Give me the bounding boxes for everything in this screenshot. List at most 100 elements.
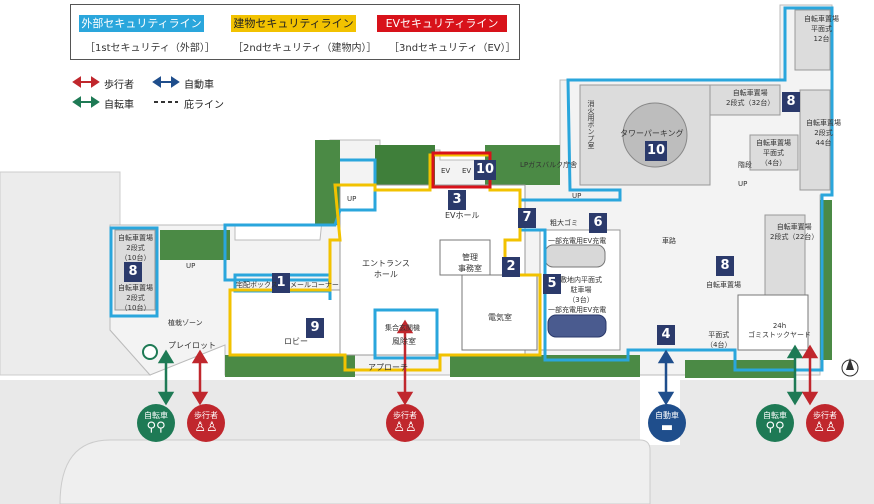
ev-security-sub: ［3ndセキュリティ（EV）］ xyxy=(389,43,516,54)
car-2 xyxy=(547,314,607,338)
badge-bicycle-left-text: 自転車 xyxy=(144,411,168,420)
planting-top2 xyxy=(485,145,560,185)
marker-10-ev: 10 xyxy=(474,160,496,180)
bike-4-label: 自転車置場 平面式 （4台） xyxy=(756,139,791,167)
ev-charge-1-label: 一部充電用EV充電 xyxy=(548,237,607,245)
badge-walker-center: 歩行者 ♙♙ xyxy=(386,404,424,442)
marker-8-right: 8 xyxy=(716,256,734,276)
road-label: 車路 xyxy=(662,237,676,245)
marker-1: 1 xyxy=(272,273,290,293)
bike-44-label: 自転車置場 2段式 44台 xyxy=(806,119,841,147)
parking-3-label: 敷地内平面式 駐車場 （3台） xyxy=(560,276,602,304)
bike-44-area xyxy=(799,89,831,191)
ev-security-tag: EVセキュリティライン xyxy=(377,15,507,32)
outer-security-tag: 外部セキュリティライン xyxy=(79,15,204,32)
manager-room xyxy=(439,239,491,276)
bike-32-area xyxy=(709,84,781,116)
planting-top xyxy=(375,145,435,185)
tower-parking-label: タワーパーキング xyxy=(620,129,684,138)
outer-security-sub: ［1stセキュリティ（外部）］ xyxy=(85,43,215,54)
marker-6: 6 xyxy=(589,213,607,233)
up-label-3: UP xyxy=(738,180,748,188)
marker-5: 5 xyxy=(543,274,561,294)
up-label-4: UP xyxy=(572,192,582,200)
walker-icon: ♙♙ xyxy=(194,420,218,435)
marker-4: 4 xyxy=(657,325,675,345)
tower-side-label: 消火用ポンプ室 xyxy=(587,100,595,149)
bicycle-icon: ⚲⚲ xyxy=(765,420,785,435)
badge-bicycle-right: 自転車 ⚲⚲ xyxy=(756,404,794,442)
stair-label: 階段 xyxy=(738,161,752,169)
up-label-1: UP xyxy=(347,195,357,203)
bike-top-label: 自転車置場 平面式 12台 xyxy=(804,15,839,43)
badge-bicycle-right-text: 自転車 xyxy=(763,411,787,420)
marker-3: 3 xyxy=(448,190,466,210)
road-curve xyxy=(59,439,651,504)
ev-hall-label: EVホール xyxy=(445,211,480,220)
outer-security-left-bike xyxy=(109,226,159,318)
ev-charge-2-label: 一部充電用EV充電 xyxy=(548,306,607,314)
manager-label: 管理 事務室 xyxy=(458,253,482,273)
preilot-label: プレイロット xyxy=(168,341,216,350)
badge-car-text: 自動車 xyxy=(655,411,679,420)
gomi-area xyxy=(737,294,809,351)
turntable xyxy=(622,102,688,168)
building-security-sub: ［2ndセキュリティ（建物内）］ xyxy=(233,43,377,54)
badge-walker-left: 歩行者 ♙♙ xyxy=(187,404,225,442)
car-icon: ▬ xyxy=(660,420,674,435)
mail-corner-label: メールコーナー xyxy=(290,281,339,289)
outer-security-line xyxy=(518,6,834,372)
car-1 xyxy=(544,244,606,268)
walker-arrow-left xyxy=(191,349,209,406)
building-security-line xyxy=(228,153,542,372)
up-label-2: UP xyxy=(186,262,196,270)
trash-corner-label: 粗大ゴミ xyxy=(550,219,578,227)
outer-security-line-2 xyxy=(223,158,377,300)
security-legend: 外部セキュリティライン 建物セキュリティライン EVセキュリティライン ［1st… xyxy=(70,4,520,60)
car-arrow xyxy=(657,349,675,406)
ev1-label: EV xyxy=(441,167,451,175)
bike-arrow-right xyxy=(786,344,804,406)
marker-7: 7 xyxy=(518,208,536,228)
lobby-label: ロビー xyxy=(284,337,308,346)
walker-icon: ♙♙ xyxy=(813,420,837,435)
walker-arrow-center xyxy=(396,319,414,406)
marker-8-top: 8 xyxy=(782,92,800,112)
planting-left2 xyxy=(160,230,230,260)
legend-walker-arrow xyxy=(72,76,100,88)
badge-walker-right-text: 歩行者 xyxy=(813,411,837,420)
bike-right-flat-label: 平面式 （4台） xyxy=(706,331,732,349)
ev2-label: EV xyxy=(462,167,472,175)
marker-8-left: 8 xyxy=(124,262,142,282)
delivery-box-label: 宅配ボックス xyxy=(236,281,278,289)
planting-bottom xyxy=(225,355,355,377)
legend-car-arrow xyxy=(152,76,180,88)
badge-walker-center-text: 歩行者 xyxy=(393,411,417,420)
walker-icon: ♙♙ xyxy=(393,420,417,435)
walker-arrow-right xyxy=(801,344,819,406)
planting-cover-label: 植栽ゾーン xyxy=(168,319,203,327)
approach-label: アプローチ xyxy=(368,363,408,372)
badge-bicycle-left: 自転車 ⚲⚲ xyxy=(137,404,175,442)
entrance-label: エントランス ホール xyxy=(362,259,410,279)
bike-left-b-label: 自転車置場 2段式 （10台） xyxy=(118,284,153,312)
electric-room xyxy=(461,274,538,351)
lp-gas-label: LPガスバルク庁舎 xyxy=(520,161,578,169)
marker-9: 9 xyxy=(306,318,324,338)
building-security-tag: 建物セキュリティライン xyxy=(231,15,356,32)
legend-bike-label: 自転車 xyxy=(104,100,134,111)
gomi-label: 24h ゴミストックヤード xyxy=(748,322,811,339)
legend-bike-arrow xyxy=(72,96,100,108)
bike-right-22-label: 自転車置場 2段式（22台） xyxy=(770,223,819,241)
legend-car-label: 自動車 xyxy=(184,80,214,91)
legend-garden-label: 庇ライン xyxy=(184,100,224,111)
planting-left xyxy=(315,140,340,225)
badge-car: 自動車 ▬ xyxy=(648,404,686,442)
bike-right-area xyxy=(764,214,806,296)
playlot-icon xyxy=(142,344,158,360)
bike-left-a-label: 自転車置場 2段式 （10台） xyxy=(118,234,153,262)
wind-room-label: 風除室 xyxy=(392,337,416,346)
badge-walker-left-text: 歩行者 xyxy=(194,411,218,420)
electric-label: 電気室 xyxy=(488,313,512,322)
